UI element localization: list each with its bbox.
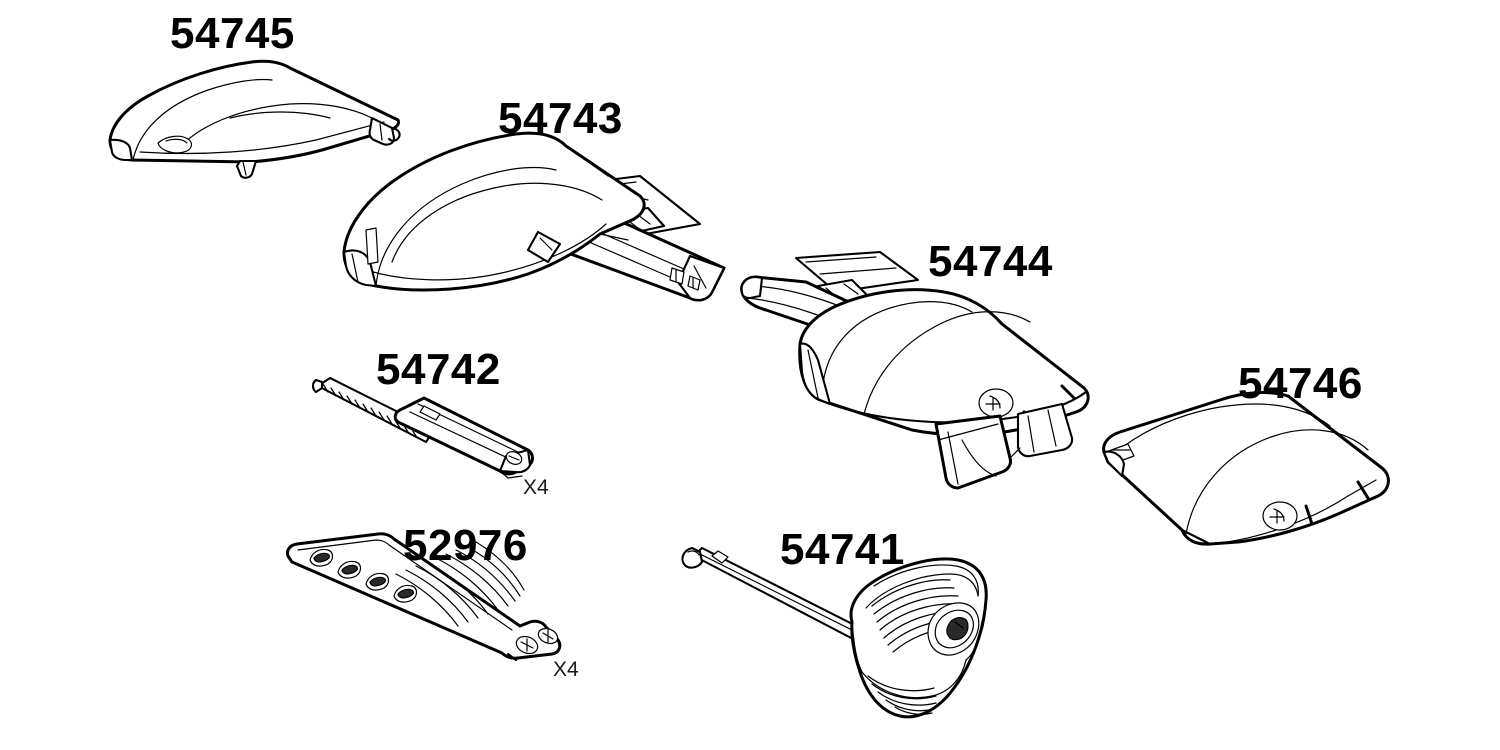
part-54744-artwork bbox=[740, 250, 1090, 490]
part-label-54746: 54746 bbox=[1238, 359, 1363, 408]
part-52976-artwork bbox=[286, 532, 562, 662]
part-54742-artwork bbox=[311, 376, 534, 479]
part-54745-artwork bbox=[108, 59, 401, 179]
part-54741-artwork bbox=[681, 546, 988, 719]
part-54743-artwork bbox=[342, 131, 726, 302]
part-label-52976: 52976 bbox=[403, 521, 528, 570]
part-label-54742: 54742 bbox=[376, 345, 501, 394]
part-label-54744: 54744 bbox=[928, 237, 1053, 286]
part-quantity-54742: X4 bbox=[523, 476, 549, 499]
part-label-54745: 54745 bbox=[170, 9, 295, 58]
part-label-54741: 54741 bbox=[780, 525, 905, 574]
part-label-54743: 54743 bbox=[498, 94, 623, 143]
part-54746-artwork bbox=[1102, 391, 1390, 546]
part-quantity-52976: X4 bbox=[553, 658, 579, 681]
